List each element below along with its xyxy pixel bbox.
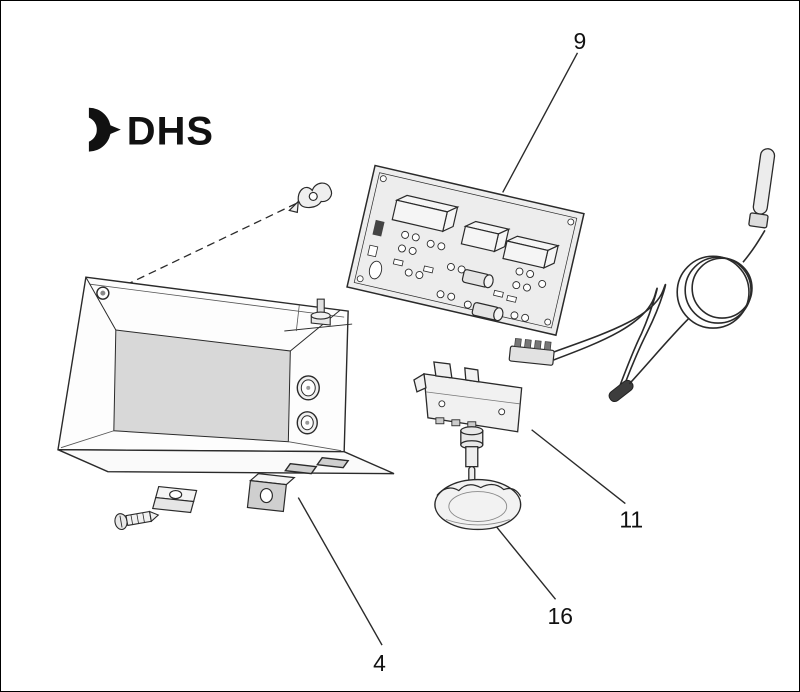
cable-connector (508, 338, 555, 366)
leader-line-11 (531, 429, 626, 505)
leader-lines (297, 52, 626, 646)
relay-block (391, 194, 460, 233)
wire-junction-sleeve (608, 379, 634, 403)
sensor-wires (553, 283, 667, 391)
capillary-tube (628, 229, 766, 385)
thermostat (413, 361, 523, 488)
assembly-dashed-line (112, 202, 297, 292)
sensor-probe (748, 148, 776, 229)
board-hole (379, 175, 387, 183)
part-label-9: 9 (573, 28, 586, 54)
screw (114, 510, 160, 531)
part-label-16: 16 (548, 603, 574, 629)
relay-block (502, 235, 561, 269)
bracket-clamp (246, 473, 296, 513)
thermostat-ear (413, 372, 427, 393)
dhs-arrow-icon (96, 119, 121, 140)
cable-grommet (296, 411, 318, 435)
relay-block (460, 220, 511, 253)
thermostat-spindle (460, 426, 484, 488)
part-label-11: 11 (619, 506, 643, 532)
board-hole (544, 318, 552, 326)
wing-nut-hole (96, 286, 110, 300)
control-knob (434, 478, 522, 531)
wing-nut (288, 182, 333, 214)
thermostat-tab (464, 367, 480, 383)
mounting-flange (57, 449, 395, 475)
part-label-4: 4 (373, 650, 386, 676)
cable-grommet (296, 375, 320, 401)
thermostat-tab (433, 361, 453, 379)
logo-text: DHS (127, 110, 214, 154)
leader-line-16 (493, 523, 557, 600)
board-hole (567, 218, 575, 226)
dhs-logo: DHS (88, 107, 214, 154)
bolt (310, 298, 331, 326)
bracket-small (151, 485, 198, 514)
control-box (57, 276, 395, 531)
flange-slot (315, 456, 350, 469)
board-hole (356, 275, 364, 283)
circuit-board (346, 164, 585, 337)
thermostat-terminals (435, 417, 477, 429)
leader-line-9 (502, 52, 579, 193)
leader-line-4 (297, 497, 383, 646)
board-components (367, 219, 547, 322)
flange-slot (284, 462, 318, 475)
